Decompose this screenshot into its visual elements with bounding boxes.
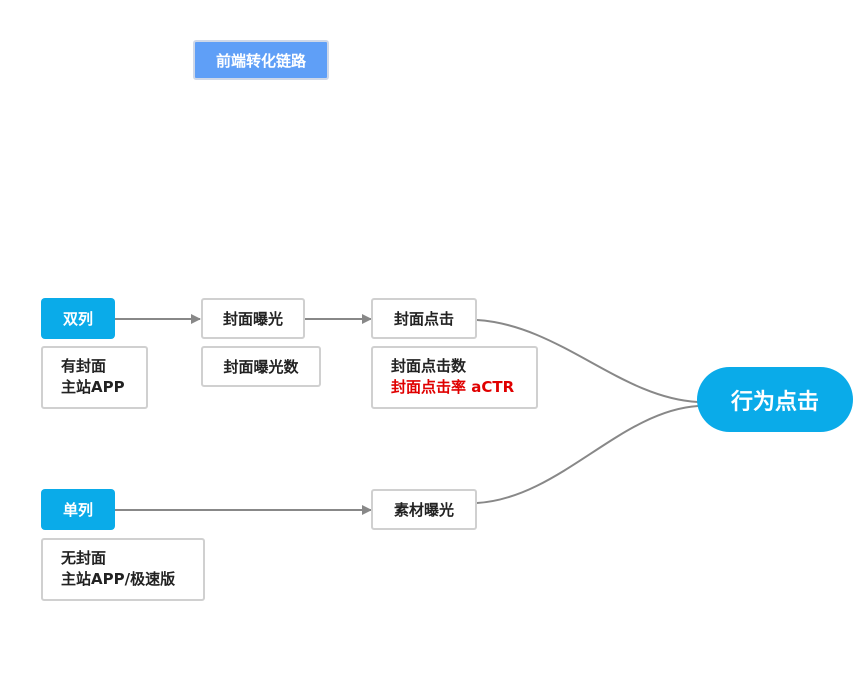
node-behavior-click[interactable]: 行为点击 xyxy=(697,367,853,432)
double-desc-line-1: 有封面 xyxy=(61,357,107,375)
node-cover-click-metrics[interactable]: 封面点击数 封面点击率 aCTR xyxy=(371,346,538,409)
node-cover-exposure[interactable]: 封面曝光 xyxy=(201,298,305,339)
edge-click-to-behavior xyxy=(476,319,699,403)
double-desc-line-2: 主站APP xyxy=(61,378,125,396)
node-double-column[interactable]: 双列 xyxy=(41,298,115,339)
node-cover-click[interactable]: 封面点击 xyxy=(371,298,477,339)
cover-ctr: 封面点击率 aCTR xyxy=(391,378,515,396)
node-material-exposure[interactable]: 素材曝光 xyxy=(371,489,477,530)
cover-click-count: 封面点击数 xyxy=(391,357,467,375)
node-double-desc[interactable]: 有封面 主站APP xyxy=(41,346,148,409)
edge-material-to-behavior xyxy=(476,405,699,504)
single-desc-line-1: 无封面 xyxy=(61,549,107,567)
node-single-desc[interactable]: 无封面 主站APP/极速版 xyxy=(41,538,205,601)
title-button[interactable]: 前端转化链路 xyxy=(193,40,329,80)
node-single-column[interactable]: 单列 xyxy=(41,489,115,530)
single-desc-line-2: 主站APP/极速版 xyxy=(61,570,176,588)
node-cover-exposure-count[interactable]: 封面曝光数 xyxy=(201,346,321,387)
